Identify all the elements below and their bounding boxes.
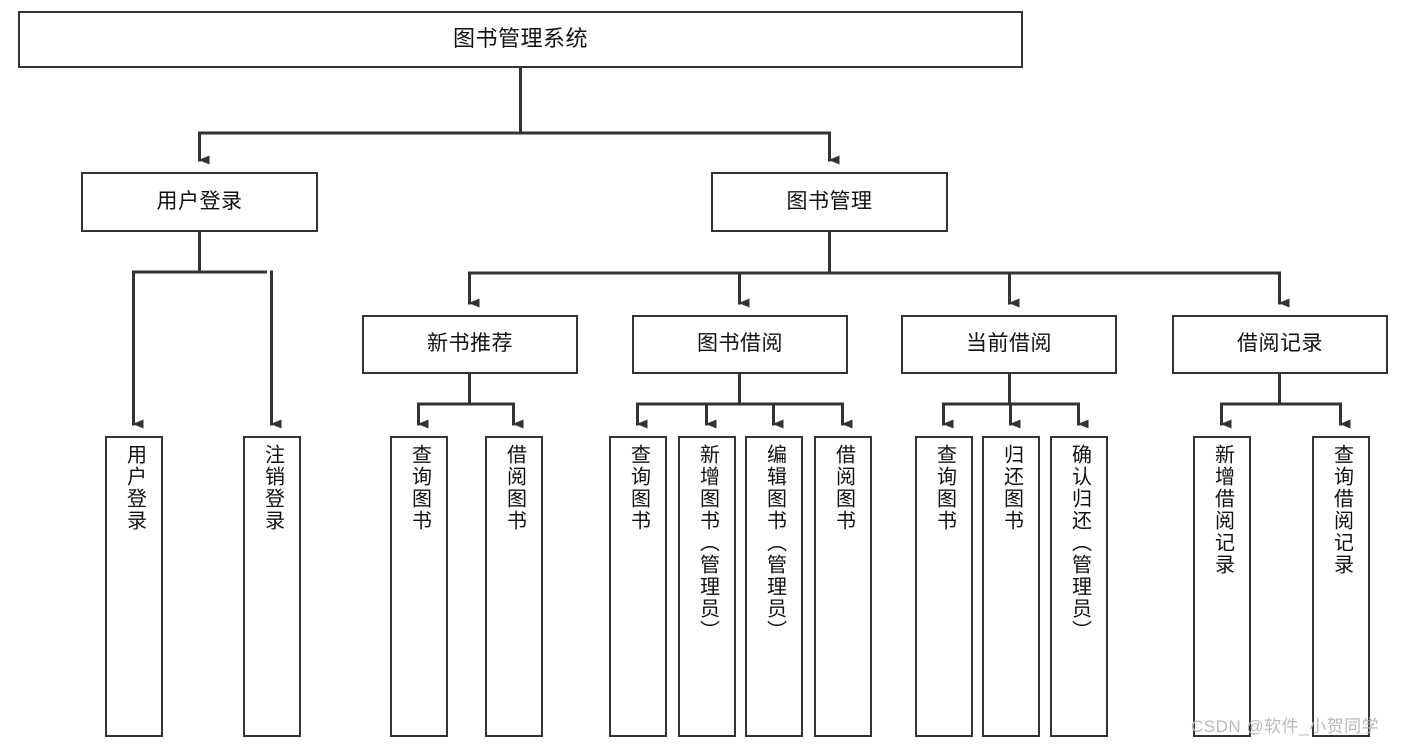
node-leaf-query-borrow-record[interactable]: 查询借阅记录 [1312,436,1370,737]
node-label: 图书借阅 [697,332,783,356]
node-leaf-confirm-return-admin[interactable]: 确认归还（管理员） [1050,436,1108,737]
node-book-manage[interactable]: 图书管理 [711,172,948,232]
node-label: 查询借阅记录 [1330,444,1353,576]
node-user-login[interactable]: 用户登录 [81,172,318,232]
node-new-book-recommendation[interactable]: 新书推荐 [362,315,578,374]
node-label: 当前借阅 [966,332,1052,356]
node-leaf-query-book-borrow[interactable]: 查询图书 [609,436,667,737]
node-label: 用户登录 [156,189,243,213]
node-label: 借阅图书 [832,444,855,532]
node-leaf-edit-book-admin[interactable]: 编辑图书（管理员） [745,436,803,737]
node-label: 图书管理 [786,189,873,213]
node-label: 新书推荐 [427,332,513,356]
node-leaf-query-book-recommendation[interactable]: 查询图书 [390,436,448,737]
node-book-borrow[interactable]: 图书借阅 [632,315,848,374]
node-root[interactable]: 图书管理系统 [18,11,1023,68]
node-leaf-borrow-book[interactable]: 借阅图书 [814,436,872,737]
node-leaf-return-book[interactable]: 归还图书 [982,436,1040,737]
node-label: 新增借阅记录 [1211,444,1234,576]
node-label: 借阅记录 [1237,332,1323,356]
node-label: 借阅图书 [503,444,526,532]
node-leaf-logout[interactable]: 注销登录 [243,436,301,737]
node-leaf-query-book-current[interactable]: 查询图书 [915,436,973,737]
node-leaf-borrow-book-recommendation[interactable]: 借阅图书 [485,436,543,737]
node-leaf-add-book-admin[interactable]: 新增图书（管理员） [678,436,736,737]
node-label: 用户登录 [123,444,146,532]
node-label: 查询图书 [933,444,956,532]
node-current-borrow[interactable]: 当前借阅 [901,315,1117,374]
node-borrow-record[interactable]: 借阅记录 [1172,315,1388,374]
node-label: 确认归还（管理员） [1068,444,1091,642]
csdn-watermark: CSDN @软件_小贺同学 [1191,717,1380,736]
node-label: 注销登录 [261,444,284,532]
node-label: 新增图书（管理员） [696,444,719,642]
node-label: 归还图书 [1000,444,1023,532]
node-label: 编辑图书（管理员） [763,444,786,642]
node-label: 查询图书 [627,444,650,532]
node-label: 图书管理系统 [452,26,588,52]
node-leaf-add-borrow-record[interactable]: 新增借阅记录 [1193,436,1251,737]
node-leaf-user-login[interactable]: 用户登录 [105,436,163,737]
node-label: 查询图书 [408,444,431,532]
